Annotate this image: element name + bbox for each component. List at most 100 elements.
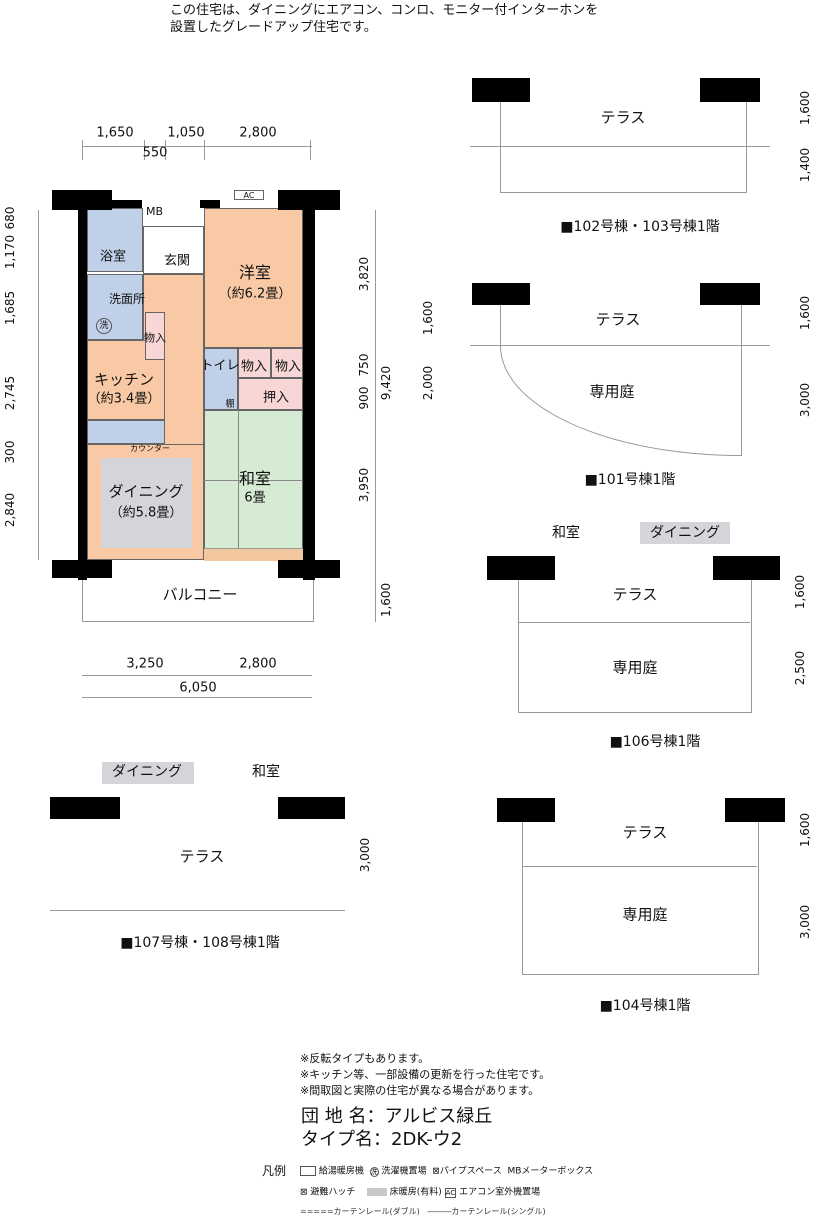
sep: ： <box>366 1106 385 1127</box>
ac-icon: AC <box>444 1187 457 1198</box>
complex-name-row: 団 地 名：アルビス緑丘 <box>301 1108 492 1126</box>
dim-top-small: 550 <box>142 145 168 161</box>
room-label: 和室 <box>252 764 280 780</box>
room-japanese: 和室 <box>238 469 272 488</box>
dim: 3,000 <box>358 837 372 873</box>
room-japanese-size: 6畳 <box>244 490 266 506</box>
legend-item: パイプスペース <box>439 1166 502 1177</box>
dim-left: 300 <box>3 440 17 464</box>
room-closet: 物入 <box>144 331 166 345</box>
room-label: ダイニング <box>112 764 182 780</box>
dim: 1,600 <box>421 300 435 336</box>
variant-caption: ■101号棟1階 <box>584 472 676 488</box>
legend-item: カーテンレール(ダブル) <box>333 1207 420 1216</box>
terrace-label: テラス <box>600 108 646 127</box>
legend-item: 避難ハッチ <box>310 1187 356 1198</box>
note: ※間取図と実際の住宅が異なる場合があります。 <box>300 1084 540 1097</box>
washer-icon: 洗 <box>369 1166 379 1177</box>
room-closet-2: 物入 <box>240 359 268 375</box>
legend-row-1: 給湯暖房機 洗 洗濯機置場 ⊠パイプスペース MBメーターボックス <box>300 1166 593 1177</box>
floor-heating-swatch <box>366 1188 387 1196</box>
room-entrance: 玄関 <box>163 253 191 269</box>
type-name-row: タイプ名：2DK-ウ2 <box>301 1131 462 1149</box>
room-kitchen-size: （約3.4畳） <box>87 391 161 407</box>
mb-label: MB <box>146 205 164 218</box>
dim-total-right: 9,420 <box>379 365 393 401</box>
legend-title: 凡例 <box>262 1164 287 1178</box>
dim-top: 2,800 <box>239 125 277 141</box>
legend-item: 床暖房(有料) <box>389 1187 442 1198</box>
room-dining-size: （約5.8畳） <box>109 505 183 521</box>
dim-bottom: 3,250 <box>126 656 164 672</box>
header-line-1: この住宅は、ダイニングにエアコン、コンロ、モニター付インターホンを <box>170 3 599 18</box>
washer-icon: 洗 <box>96 318 112 334</box>
room-washroom: 洗面所 <box>108 292 146 306</box>
room-kitchen: キッチン <box>93 370 155 389</box>
room-dining: ダイニング <box>108 482 184 501</box>
note: ※キッチン等、一部設備の更新を行った住宅です。 <box>300 1068 551 1081</box>
dim: 1,600 <box>798 90 812 126</box>
room-western-size: （約6.2畳） <box>218 286 292 302</box>
dim: 3,000 <box>798 382 812 418</box>
dim-right: 900 <box>357 386 371 410</box>
legend-row-3: =====カーテンレール(ダブル) ―――カーテンレール(シングル) <box>300 1208 546 1216</box>
dim: 1,600 <box>798 812 812 848</box>
dim-left: 2,840 <box>3 492 17 528</box>
room-closet-3: 物入 <box>274 359 302 375</box>
legend-row-2: ⊠ 避難ハッチ 床暖房(有料) AC エアコン室外機置場 <box>300 1187 541 1198</box>
room-label: 和室 <box>552 525 580 541</box>
garden-label: 専用庭 <box>589 382 635 401</box>
escape-hatch-icon: ⊠ <box>300 1187 308 1198</box>
double-rail-icon: ===== <box>300 1207 334 1216</box>
shelf-label: 棚 <box>225 399 235 410</box>
counter-label: カウンター <box>130 444 170 453</box>
variant-caption: ■102号棟・103号棟1階 <box>560 219 720 235</box>
variant-caption: ■107号棟・108号棟1階 <box>120 935 280 951</box>
pipe-space-icon: ⊠ <box>432 1166 440 1177</box>
legend-item: 洗濯機置場 <box>381 1166 427 1177</box>
terrace-label: テラス <box>595 310 641 329</box>
dim: 3,000 <box>798 904 812 940</box>
type-name: 2DK-ウ2 <box>391 1129 463 1150</box>
dim: 2,500 <box>793 650 807 686</box>
dim-right: 3,950 <box>357 467 371 503</box>
dim-top: 1,650 <box>96 125 134 141</box>
room-toilet: トイレ <box>200 358 240 374</box>
complex-name: アルビス緑丘 <box>384 1106 493 1127</box>
room-oshiire: 押入 <box>262 390 290 406</box>
dim: 2,000 <box>421 365 435 401</box>
water-heater-icon <box>300 1166 316 1176</box>
dim-left: 1,685 <box>3 290 17 326</box>
single-rail-icon: ――― <box>427 1207 452 1216</box>
note: ※反転タイプもあります。 <box>300 1052 430 1065</box>
ac-label: AC <box>234 190 264 200</box>
dim-right: 3,820 <box>357 256 371 292</box>
header-line-2: 設置したグレードアップ住宅です。 <box>170 20 377 35</box>
legend-item: MBメーターボックス <box>507 1166 594 1177</box>
sep: ： <box>373 1129 391 1150</box>
terrace-label: テラス <box>179 847 225 866</box>
dim-right: 750 <box>357 353 371 377</box>
dim: 1,600 <box>798 295 812 331</box>
dim: 1,600 <box>793 574 807 610</box>
legend-item: 給湯暖房機 <box>318 1166 364 1177</box>
garden-label: 専用庭 <box>612 658 658 677</box>
terrace-label: テラス <box>612 585 658 604</box>
balcony-label: バルコニー <box>162 585 238 604</box>
room-bath: 浴室 <box>99 249 127 265</box>
dim-right: 1,600 <box>379 582 393 618</box>
legend-item: カーテンレール(シングル) <box>451 1207 546 1216</box>
variant-caption: ■106号棟1階 <box>609 734 701 750</box>
room-label: ダイニング <box>650 525 720 541</box>
garden-label: 専用庭 <box>622 905 668 924</box>
dim-total-bottom: 6,050 <box>179 680 217 696</box>
variant-caption: ■104号棟1階 <box>599 998 691 1014</box>
legend-item: エアコン室外機置場 <box>459 1187 541 1198</box>
room-western: 洋室 <box>238 263 272 282</box>
complex-label: 団 地 名 <box>301 1106 367 1127</box>
dim-left: 680 <box>3 206 17 230</box>
dim-left: 2,745 <box>3 375 17 411</box>
dim-left: 1,170 <box>3 234 17 270</box>
terrace-label: テラス <box>622 823 668 842</box>
